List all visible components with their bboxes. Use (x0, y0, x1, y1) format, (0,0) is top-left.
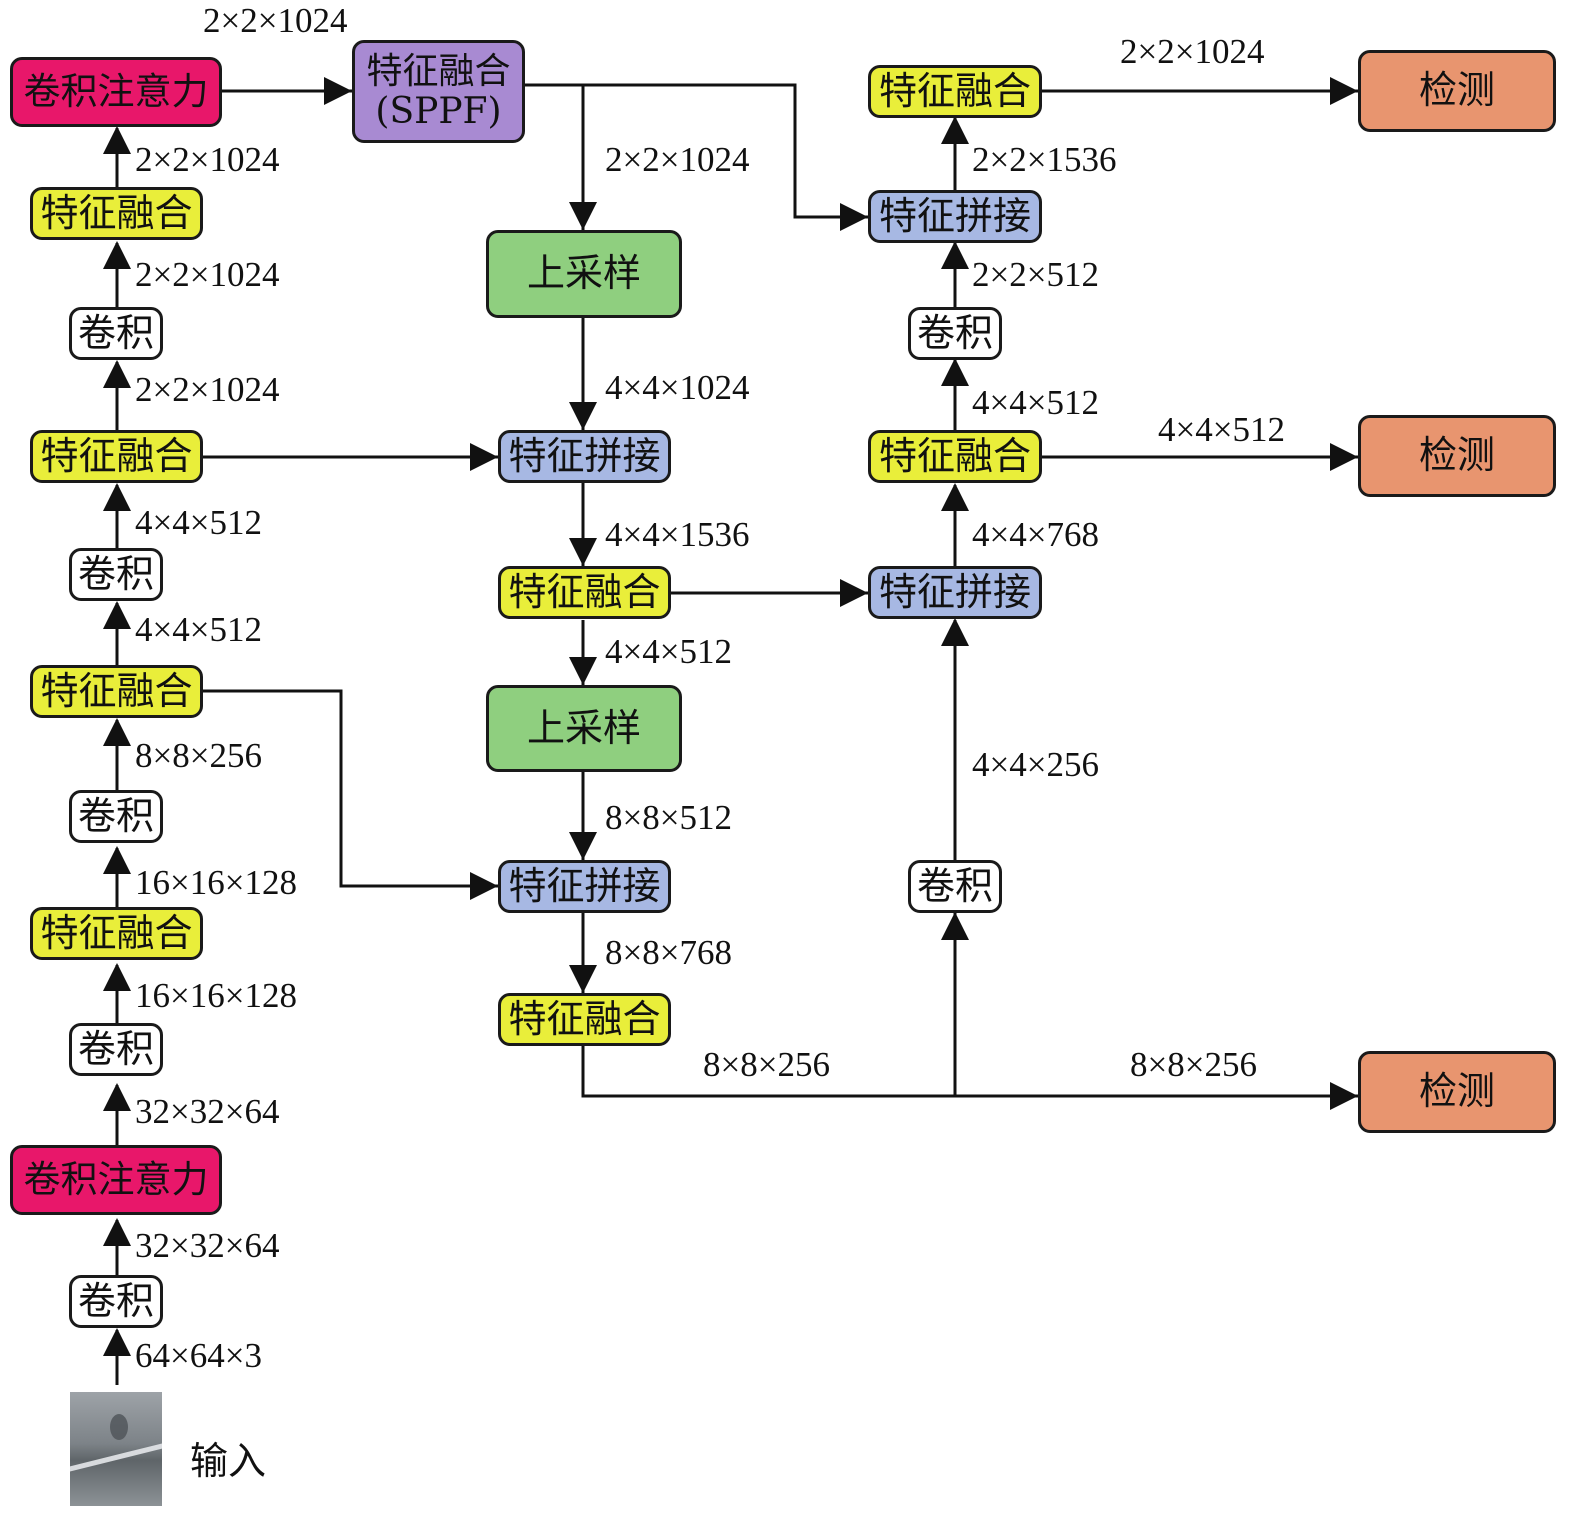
arrowhead (103, 1083, 131, 1111)
label-fusion-m2-output: 8×8×256 (703, 1045, 830, 1084)
arrowhead (569, 402, 597, 430)
conv-node-left-5: 卷积 (69, 1275, 163, 1328)
arrowhead (569, 832, 597, 860)
label-conv-r2-to-concat: 4×4×256 (972, 745, 1099, 784)
label-attention-to-sppf: 2×2×1024 (203, 1, 348, 40)
label-detect3-input: 8×8×256 (1130, 1045, 1257, 1084)
arrowhead (569, 965, 597, 993)
concat-node-middle-2: 特征拼接 (498, 860, 671, 913)
arrowhead (941, 358, 969, 386)
label-fusion1-to-attention: 2×2×1024 (135, 140, 280, 179)
label-upsample-to-concat2: 8×8×512 (605, 798, 732, 837)
conv-attention-node-top: 卷积注意力 (10, 57, 222, 127)
label-conv-to-attention: 32×32×64 (135, 1226, 280, 1265)
label-fusion-m1-to-upsample: 4×4×512 (605, 632, 732, 671)
upsample-node-1: 上采样 (486, 230, 682, 318)
label-fusion-r1-to-detect: 2×2×1024 (1120, 32, 1265, 71)
arrowhead (569, 538, 597, 566)
input-image (70, 1392, 162, 1506)
concat-node-right-1: 特征拼接 (868, 190, 1042, 243)
detect-node-2: 检测 (1358, 415, 1556, 497)
sppf-node-title: 特征融合 (366, 50, 511, 92)
conv-node-left-3: 卷积 (69, 790, 163, 843)
label-fusion3-to-conv: 4×4×512 (135, 610, 262, 649)
label-fusion4-to-conv: 16×16×128 (135, 863, 297, 902)
concat-node-right-2: 特征拼接 (868, 566, 1042, 619)
arrowhead (1330, 443, 1358, 471)
fusion-node-left-2: 特征融合 (30, 430, 203, 483)
arrowhead (103, 846, 131, 874)
fusion-node-left-4: 特征融合 (30, 907, 203, 960)
conv-node-left-1: 卷积 (69, 307, 163, 360)
arrowhead (103, 241, 131, 269)
detect-node-1: 检测 (1358, 50, 1556, 132)
conv-node-left-4: 卷积 (69, 1023, 163, 1076)
wire-sppf-concat-r1 (525, 83, 868, 219)
label-concat-r2-to-fusion: 4×4×768 (972, 515, 1099, 554)
input-label: 输入 (190, 1439, 267, 1483)
label-sppf-to-upsample: 2×2×1024 (605, 140, 750, 179)
arrowhead (840, 579, 868, 607)
arrowhead (941, 483, 969, 511)
arrowhead (941, 618, 969, 646)
conv-node-left-2: 卷积 (69, 548, 163, 601)
arrowhead (103, 601, 131, 629)
conv-attention-node-bottom: 卷积注意力 (10, 1145, 222, 1215)
arrowhead (840, 203, 868, 231)
input-image-blob (110, 1414, 128, 1440)
arrowhead (1330, 1082, 1358, 1110)
arrowhead (103, 126, 131, 154)
conv-node-right-1: 卷积 (908, 307, 1002, 360)
arrowhead (324, 77, 352, 105)
label-fusion-r2-to-conv: 4×4×512 (972, 383, 1099, 422)
fusion-node-right-2: 特征融合 (868, 430, 1042, 483)
arrowhead (103, 1218, 131, 1246)
label-upsample-to-concat: 4×4×1024 (605, 368, 750, 407)
conv-node-right-2: 卷积 (908, 860, 1002, 913)
label-conv-to-fusion1: 2×2×1024 (135, 255, 280, 294)
arrowhead (569, 657, 597, 685)
arrowhead (941, 912, 969, 940)
arrowhead (941, 116, 969, 144)
label-conv-to-fusion4: 16×16×128 (135, 976, 297, 1015)
upsample-node-2: 上采样 (486, 685, 682, 772)
label-concat-r1-to-fusion: 2×2×1536 (972, 140, 1117, 179)
label-conv-r1-to-concat: 2×2×512 (972, 255, 1099, 294)
label-input-to-conv: 64×64×3 (135, 1336, 262, 1375)
label-fusion-r2-to-detect: 4×4×512 (1158, 410, 1285, 449)
label-concat-to-fusion-m1: 4×4×1536 (605, 515, 750, 554)
label-fusion2-to-conv: 2×2×1024 (135, 370, 280, 409)
input-image-streak (70, 1439, 162, 1474)
fusion-node-right-1: 特征融合 (868, 65, 1042, 118)
arrowhead (470, 872, 498, 900)
arrowhead (103, 360, 131, 388)
label-attention-to-conv: 32×32×64 (135, 1092, 280, 1131)
arrowhead (103, 718, 131, 746)
arrowhead (569, 202, 597, 230)
arrowhead (103, 963, 131, 991)
sppf-node: 特征融合 (SPPF) (352, 40, 525, 143)
arrowhead (1330, 77, 1358, 105)
fusion-node-left-3: 特征融合 (30, 665, 203, 718)
arrowhead (470, 443, 498, 471)
arrowhead (103, 483, 131, 511)
wire-fusion-m2-detect3 (581, 1046, 1358, 1098)
fusion-node-middle-2: 特征融合 (498, 993, 671, 1046)
fusion-node-middle-1: 特征融合 (498, 566, 671, 619)
concat-node-middle-1: 特征拼接 (498, 430, 671, 483)
wire-fusion3-concat2 (203, 689, 498, 888)
sppf-node-subtitle: (SPPF) (375, 90, 502, 132)
fusion-node-left-1: 特征融合 (30, 187, 203, 240)
arrowhead (103, 1328, 131, 1356)
arrowhead (941, 241, 969, 269)
label-conv-to-fusion2: 4×4×512 (135, 503, 262, 542)
label-concat2-to-fusion: 8×8×768 (605, 933, 732, 972)
detect-node-3: 检测 (1358, 1051, 1556, 1133)
label-conv-to-fusion3: 8×8×256 (135, 736, 262, 775)
